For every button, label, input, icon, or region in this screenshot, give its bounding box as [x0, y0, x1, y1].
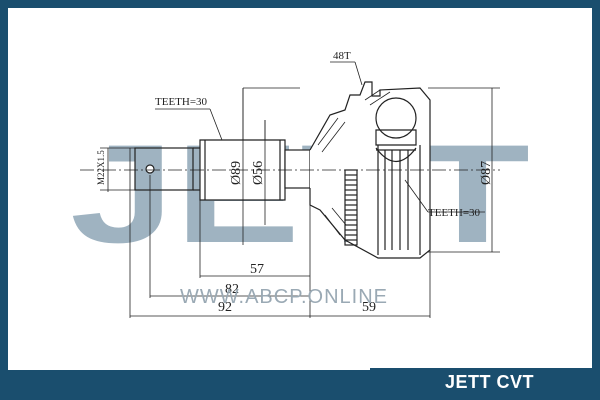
brand-logo: JETT	[70, 115, 530, 272]
dia-56-label: Ø56	[251, 161, 266, 185]
dia-89-label: Ø89	[229, 161, 244, 185]
inner-teeth-label: TEETH=30	[428, 207, 481, 219]
thread-label: M22X1.5	[96, 150, 106, 185]
drawing-panel	[8, 8, 592, 370]
length-59-label: 59	[362, 300, 376, 315]
shaft-teeth-label: TEETH=30	[155, 96, 208, 108]
watermark-url: WWW.ABCP.ONLINE	[180, 286, 388, 308]
footer-label: JETT CVT	[445, 372, 535, 392]
abs-teeth-label: 48T	[333, 50, 351, 62]
dia-87-label: Ø87	[479, 161, 494, 185]
length-82-label: 82	[225, 282, 239, 297]
footer-badge	[370, 368, 600, 400]
length-57-label: 57	[250, 262, 264, 277]
dimension-lines	[100, 61, 500, 318]
length-92-label: 92	[218, 300, 232, 315]
